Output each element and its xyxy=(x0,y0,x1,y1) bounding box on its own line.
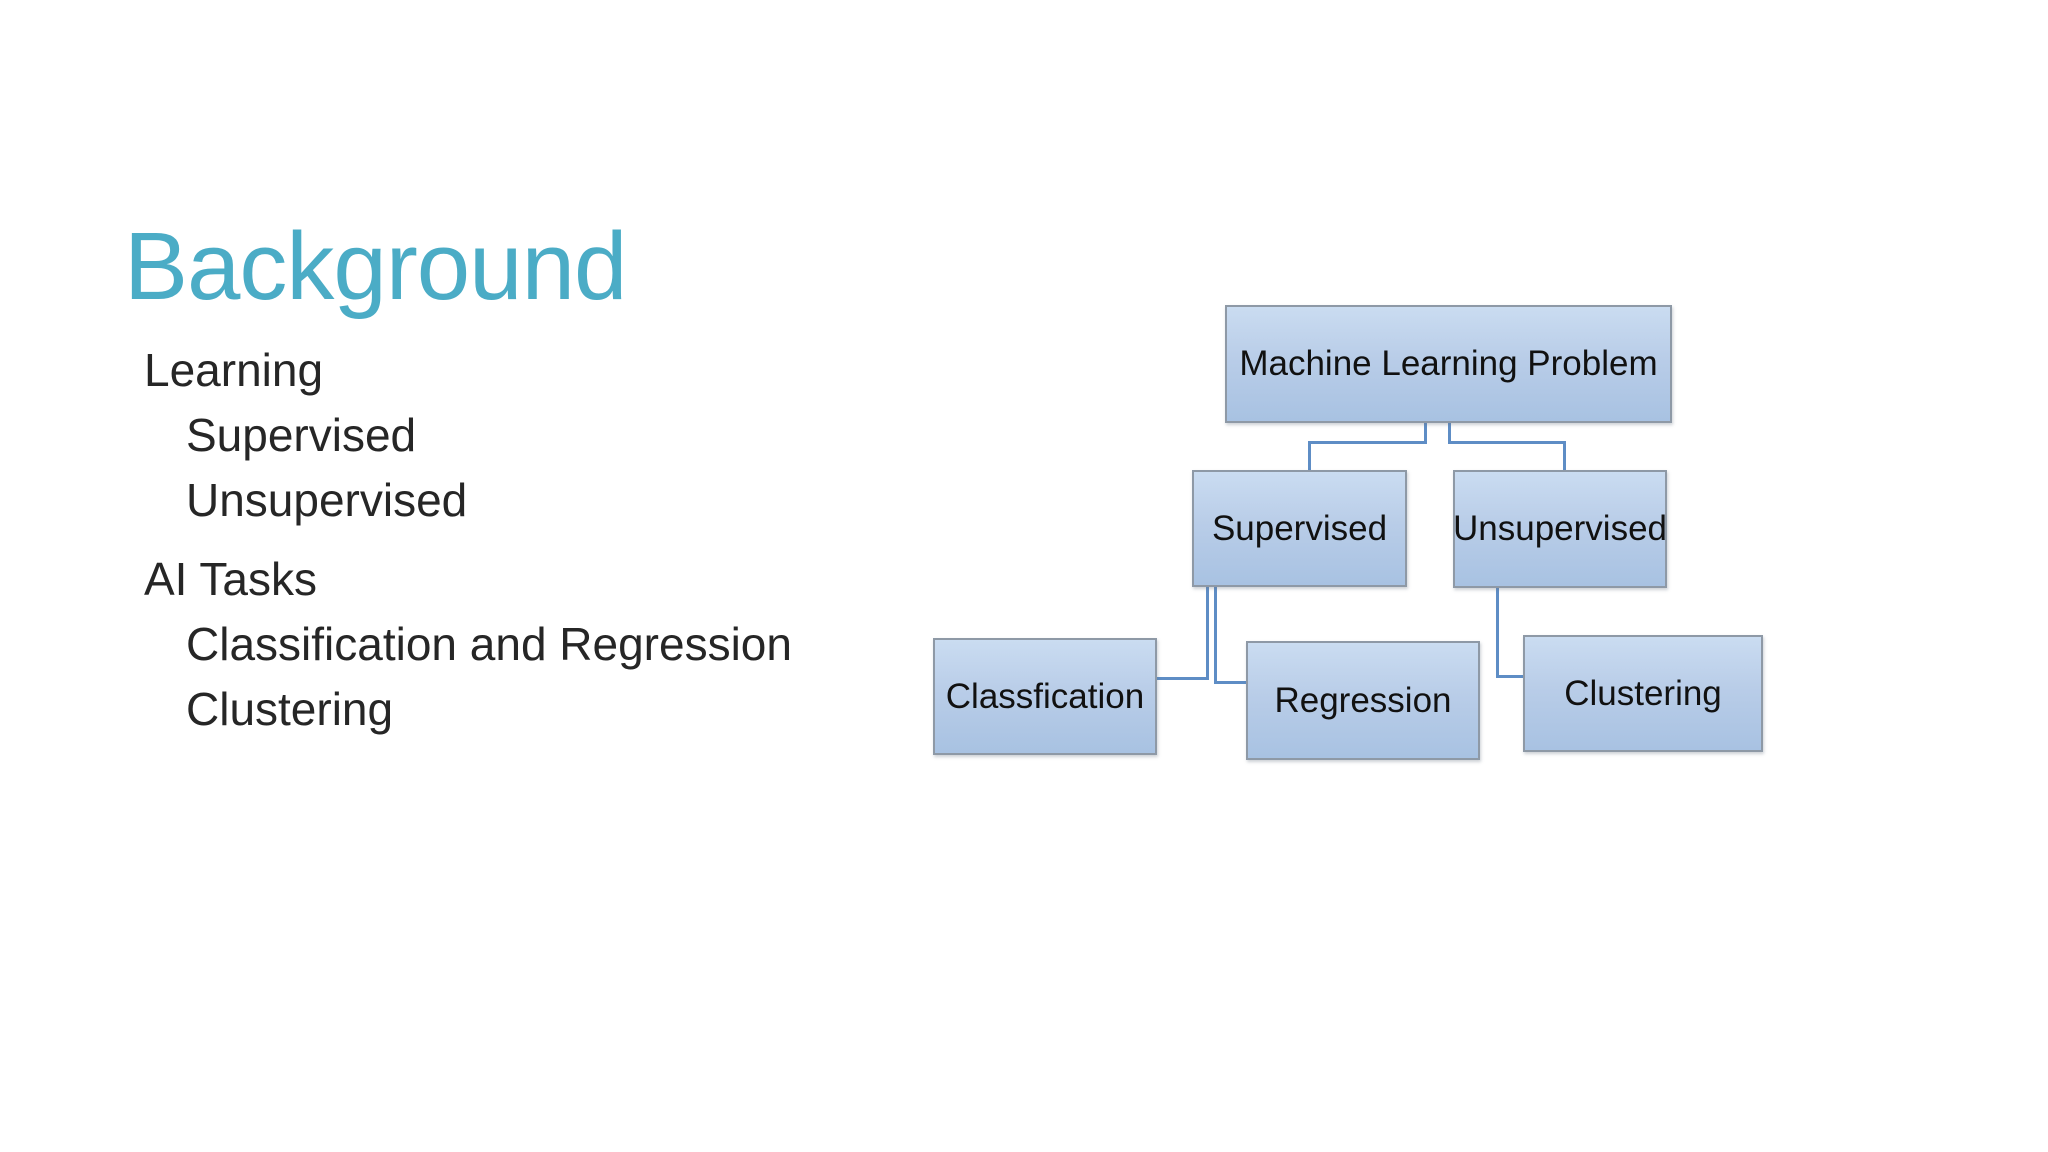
connector-segment xyxy=(1308,441,1311,470)
outline-item-ai-tasks: AI Tasks xyxy=(144,553,317,605)
diagram-node-unsupervised: Unsupervised xyxy=(1453,470,1667,588)
diagram-node-regression: Regression xyxy=(1246,641,1480,760)
diagram-node-label: Machine Learning Problem xyxy=(1239,344,1658,383)
diagram-node-machine-learning-problem: Machine Learning Problem xyxy=(1225,305,1672,423)
connector-segment xyxy=(1496,588,1499,678)
outline-list: Learning Supervised Unsupervised AI Task… xyxy=(144,338,792,742)
diagram-node-label: Unsupervised xyxy=(1453,509,1667,548)
diagram-node-label: Classfication xyxy=(945,676,1145,716)
connector-segment xyxy=(1448,441,1566,444)
diagram-node-classfication: Classfication xyxy=(933,638,1157,755)
connector-segment xyxy=(1214,681,1247,684)
outline-item-clustering: Clustering xyxy=(186,683,394,735)
connector-segment xyxy=(1214,587,1217,684)
outline-item-classification-and-regression: Classification and Regression xyxy=(186,618,792,670)
connector-segment xyxy=(1448,423,1451,444)
diagram-node-supervised: Supervised xyxy=(1192,470,1407,587)
connector-segment xyxy=(1157,677,1209,680)
page-title: Background xyxy=(124,213,627,321)
outline-item-supervised: Supervised xyxy=(186,409,417,461)
connector-segment xyxy=(1496,675,1524,678)
outline-item-learning: Learning xyxy=(144,344,324,396)
diagram-node-label: Supervised xyxy=(1211,508,1388,548)
connector-segment xyxy=(1563,441,1566,470)
connector-segment xyxy=(1424,423,1427,444)
connector-segment xyxy=(1206,587,1209,680)
outline-item-unsupervised: Unsupervised xyxy=(186,474,468,526)
diagram-node-label: Regression xyxy=(1274,680,1452,720)
diagram-node-clustering: Clustering xyxy=(1523,635,1763,752)
connector-segment xyxy=(1308,441,1427,444)
diagram-node-label: Clustering xyxy=(1564,673,1722,713)
